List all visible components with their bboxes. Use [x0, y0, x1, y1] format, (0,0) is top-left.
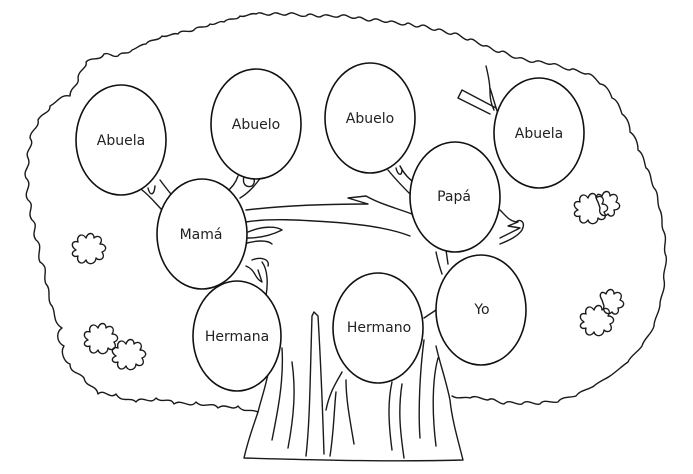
node-ellipse [493, 77, 585, 189]
tree-branch-yo [411, 213, 449, 319]
tree-trunk-lines [271, 311, 439, 459]
node-label: Abuela [97, 133, 145, 149]
node-abuelo-materno: Abuelo [210, 68, 302, 180]
node-abuela-materna: Abuela [75, 84, 167, 196]
node-ellipse [192, 280, 282, 392]
bush-left-upper [71, 232, 107, 265]
node-label: Hermana [205, 329, 269, 345]
bush-left-lower-2 [111, 338, 147, 371]
node-hermana: Hermana [192, 280, 282, 392]
tree-branch-main [243, 195, 413, 297]
node-abuela-paterna: Abuela [493, 77, 585, 189]
node-papa: Papá [409, 141, 501, 253]
bush-right-lower-1 [579, 304, 615, 337]
bush-right-lower-2 [599, 288, 625, 315]
tree-branch-grandparents-left [141, 175, 263, 213]
node-yo: Yo [435, 254, 527, 366]
bush-right-upper-2 [595, 190, 621, 217]
tree-trunk-base [243, 345, 464, 462]
node-label: Papá [437, 189, 471, 205]
node-abuelo-paterno: Abuelo [324, 62, 416, 174]
node-label: Mamá [180, 227, 223, 243]
node-label: Abuela [515, 126, 563, 142]
tree-canopy-outline [24, 12, 668, 413]
node-ellipse [75, 84, 167, 196]
node-ellipse [210, 68, 302, 180]
bush-left-lower-1 [83, 322, 119, 355]
node-ellipse [435, 254, 527, 366]
node-label: Abuelo [232, 117, 280, 133]
bush-right-upper-1 [573, 192, 609, 225]
node-label: Hermano [347, 320, 411, 336]
node-ellipse [324, 62, 416, 174]
node-label: Abuelo [346, 111, 394, 127]
node-label: Yo [473, 302, 489, 318]
tree-branch-grandparents-right [387, 65, 525, 245]
node-mama: Mamá [156, 178, 248, 290]
node-hermano: Hermano [332, 272, 424, 384]
node-ellipse [409, 141, 501, 253]
node-ellipse [332, 272, 424, 384]
node-ellipse [156, 178, 248, 290]
